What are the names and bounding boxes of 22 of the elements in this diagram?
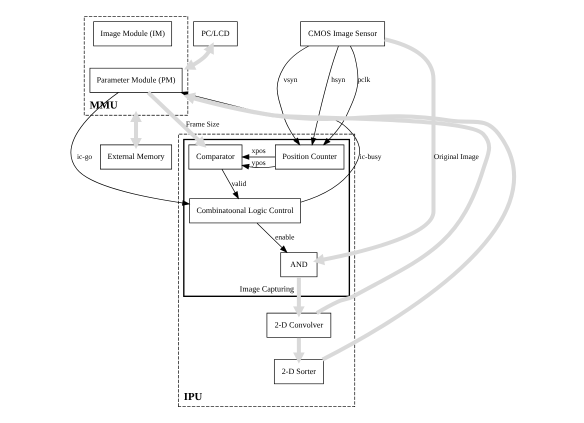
arrow bbox=[276, 46, 309, 146]
arrow bbox=[130, 110, 142, 150]
arrow bbox=[240, 154, 276, 160]
arrow bbox=[221, 168, 238, 200]
edge-label: valid bbox=[231, 178, 246, 188]
edge-label: Original Image bbox=[433, 152, 478, 161]
arrow bbox=[183, 42, 214, 70]
edge-label: ic-go bbox=[76, 152, 92, 161]
edge-label: ic-busy bbox=[359, 152, 381, 161]
arrow bbox=[256, 222, 288, 254]
arrow bbox=[292, 338, 304, 364]
edge-label: hsyn bbox=[330, 75, 345, 84]
edge-label: Frame Size bbox=[185, 120, 219, 129]
edge-label: enable bbox=[274, 232, 294, 242]
arrow bbox=[322, 46, 358, 146]
arrow bbox=[310, 46, 338, 146]
arrow bbox=[292, 277, 304, 318]
edge-label: vsyn bbox=[282, 75, 297, 84]
arrow bbox=[312, 37, 435, 266]
edge-label: ypos bbox=[251, 158, 266, 167]
arrow bbox=[240, 164, 275, 170]
edge-label: xpos bbox=[251, 146, 266, 155]
